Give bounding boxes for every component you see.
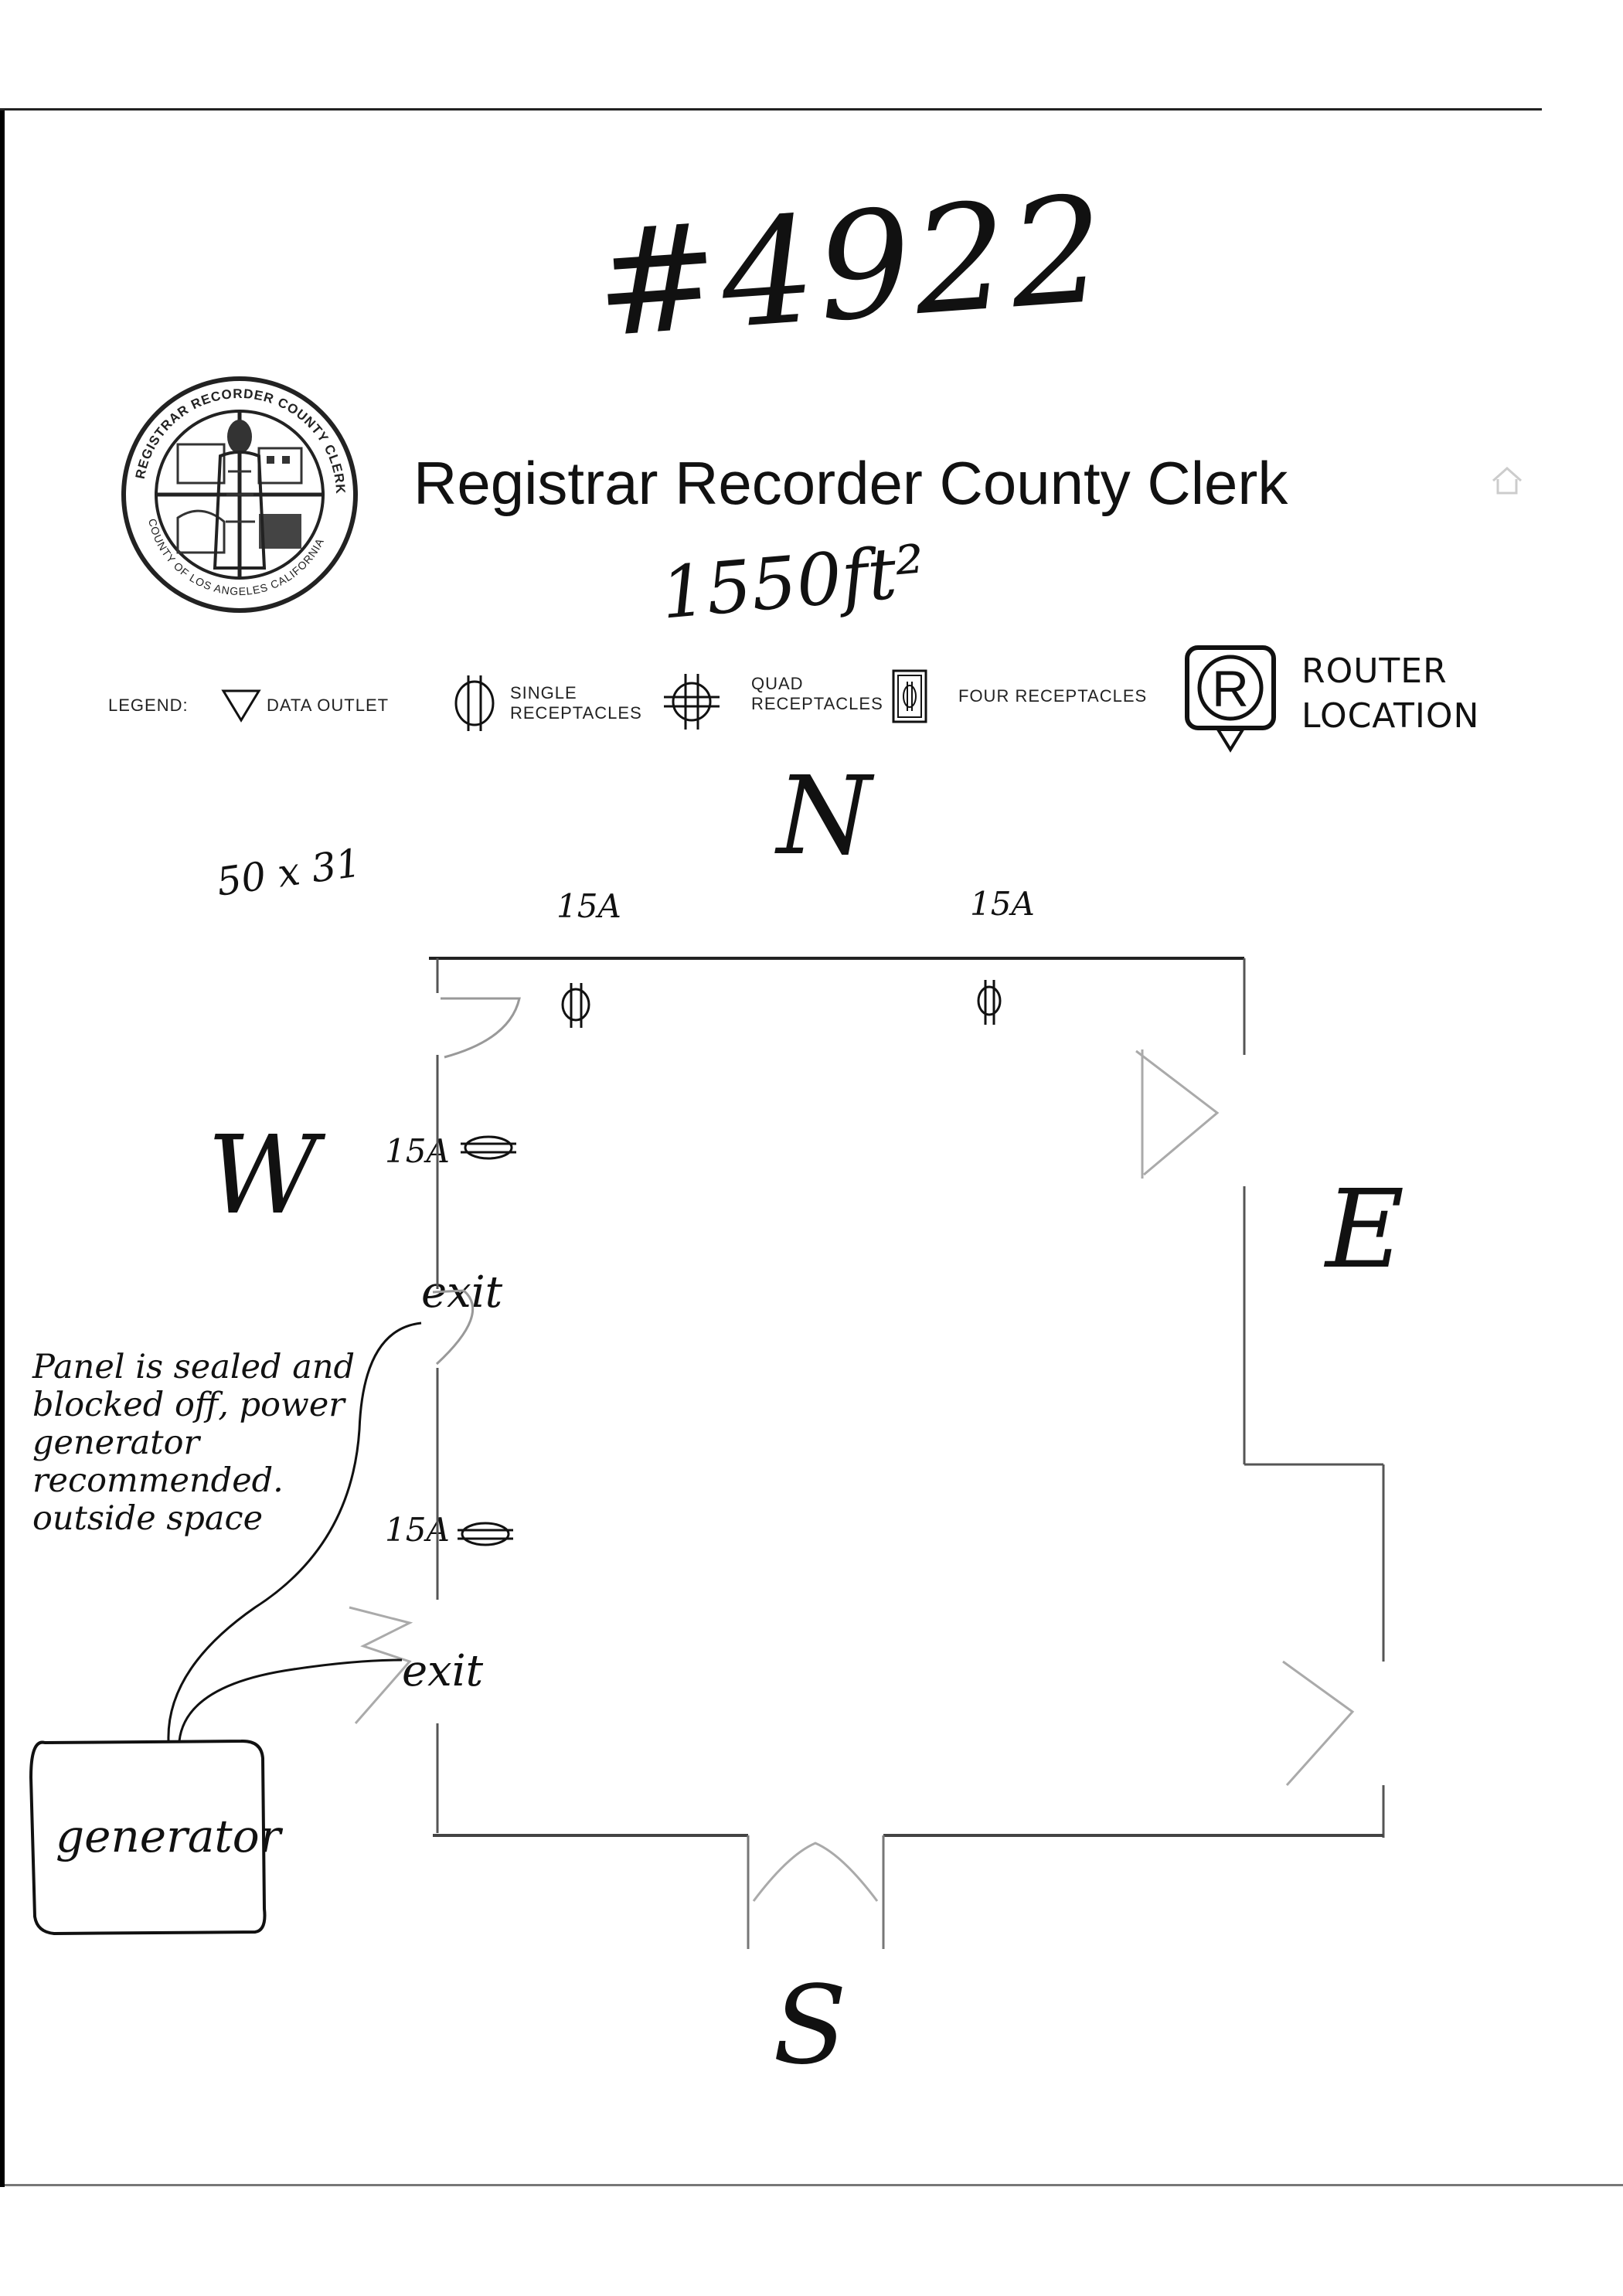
organization-name: Registrar Recorder County Clerk: [413, 449, 1288, 517]
single-receptacle-west-1: [461, 1135, 516, 1160]
amperage-label-north-1: 15A: [556, 887, 621, 925]
single-receptacle-north-1: [561, 983, 590, 1028]
home-icon: [1492, 466, 1522, 495]
legend-router-location: ROUTER LOCATION: [1301, 651, 1480, 736]
legend-four-receptacles: FOUR RECEPTACLES: [958, 686, 1148, 706]
scan-edge-bottom: [5, 2184, 1623, 2186]
generator-label: generator: [56, 1810, 281, 1862]
exit-leader-line: [178, 1658, 403, 1742]
west-exit-door-2: [349, 1606, 413, 1724]
router-symbol: R: [1212, 660, 1249, 717]
amperage-label-north-2: 15A: [970, 885, 1035, 923]
compass-east: E: [1325, 1167, 1405, 1293]
panel-note: Panel is sealed and blocked off, power g…: [32, 1348, 356, 1538]
county-seal: REGISTRAR RECORDER COUNTY CLERK COUNTY O…: [121, 376, 358, 613]
scan-edge-top: [0, 108, 1542, 111]
four-receptacle-icon: [892, 669, 927, 723]
exit-label-2: exit: [402, 1646, 484, 1696]
room-dimensions: 50 x 31: [213, 840, 364, 905]
single-receptacle-north-2: [977, 980, 1002, 1025]
title-number: #4922: [590, 164, 1113, 370]
compass-west: W: [207, 1113, 318, 1239]
compass-south: S: [773, 1963, 847, 2089]
area-label: 1550ft²: [657, 529, 929, 635]
legend-quad-receptacles: QUAD RECEPTACLES: [751, 674, 883, 713]
exit-label-1: exit: [421, 1267, 503, 1318]
east-window-2: [1282, 1660, 1355, 1787]
amperage-label-west-2: 15A: [385, 1511, 450, 1549]
quad-receptacle-icon: [664, 674, 720, 730]
scan-edge-left: [0, 108, 5, 2187]
single-receptacle-west-2: [458, 1522, 513, 1546]
compass-north: N: [777, 753, 872, 879]
east-window-1: [1135, 1049, 1220, 1176]
south-double-door: [752, 1842, 879, 1902]
router-icon: R: [1185, 645, 1276, 753]
legend-single-receptacles: SINGLE RECEPTACLES: [510, 683, 642, 723]
legend-title: LEGEND:: [108, 696, 189, 715]
amperage-label-west-1: 15A: [385, 1132, 450, 1170]
single-receptacle-icon: [454, 675, 495, 731]
legend-data-outlet: DATA OUTLET: [267, 696, 390, 715]
data-outlet-icon: [221, 689, 261, 723]
nw-door-swing: [441, 997, 521, 1059]
